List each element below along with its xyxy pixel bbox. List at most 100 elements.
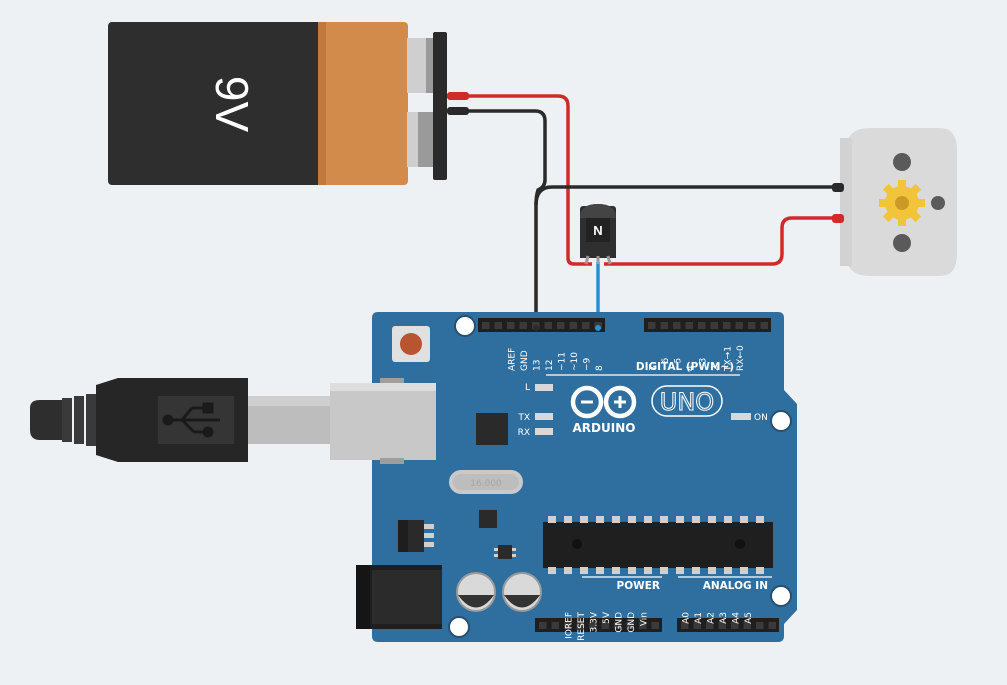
power-pin[interactable] <box>614 622 622 629</box>
digital-pin[interactable] <box>735 322 744 329</box>
arduino-model: UNO <box>660 388 714 416</box>
pin-label: ~11 <box>557 352 567 371</box>
dc-power-jack[interactable] <box>356 565 442 629</box>
digital-pin[interactable] <box>569 322 578 329</box>
npn-transistor[interactable]: N <box>580 204 616 265</box>
arduino-logo <box>570 385 637 419</box>
mcu-leg <box>660 567 668 574</box>
pin-label: TX→1 <box>723 346 733 372</box>
digital-pin[interactable] <box>482 322 490 329</box>
analog-pin[interactable] <box>731 622 739 629</box>
motor-ground-wire[interactable] <box>534 185 840 206</box>
pin-label: A5 <box>744 612 754 624</box>
mcu-leg <box>676 516 684 523</box>
small-transistor <box>494 545 516 559</box>
digital-pin[interactable] <box>507 322 515 329</box>
power-pin[interactable] <box>626 622 635 629</box>
battery-positive-terminal[interactable] <box>447 92 469 100</box>
motor-terminal-negative[interactable] <box>832 183 844 192</box>
digital-pin[interactable] <box>748 322 756 329</box>
mcu-leg <box>740 516 748 523</box>
usb-port[interactable] <box>330 383 436 460</box>
small-chip <box>479 510 497 528</box>
pin-label: A0 <box>681 612 691 624</box>
mcu-leg <box>612 567 620 574</box>
power-pin[interactable] <box>539 622 547 629</box>
power-pin[interactable] <box>651 622 660 629</box>
usb-cable[interactable] <box>30 378 332 462</box>
mcu-leg <box>708 516 716 523</box>
digital-pin[interactable] <box>723 322 731 329</box>
pin-label: ~6 <box>661 357 671 371</box>
pin-label: A4 <box>731 612 741 624</box>
mcu-leg <box>612 516 620 523</box>
pin-label: ~10 <box>570 352 580 371</box>
digital-header-right[interactable] <box>644 318 771 332</box>
mounting-hole <box>770 585 792 607</box>
power-header[interactable] <box>535 618 662 632</box>
analog-header[interactable] <box>677 618 779 632</box>
pin-label: 3.3V <box>589 611 599 632</box>
dc-motor[interactable] <box>832 128 957 276</box>
analog-pin[interactable] <box>743 622 752 629</box>
pin-label: 12 <box>545 360 555 371</box>
digital-pin[interactable] <box>760 322 769 329</box>
arduino-brand: ARDUINO <box>573 421 636 435</box>
mcu-leg <box>692 516 700 523</box>
digital-pin[interactable] <box>710 322 719 329</box>
pin10-connection <box>595 325 601 331</box>
voltage-regulator <box>398 520 434 552</box>
reset-button[interactable] <box>392 326 430 362</box>
digital-pin[interactable] <box>685 322 694 329</box>
power-label: POWER <box>617 580 660 592</box>
analog-pin[interactable] <box>768 622 777 629</box>
power-pin[interactable] <box>576 622 585 629</box>
motor-positive-wire[interactable] <box>604 216 840 266</box>
mcu-leg <box>548 516 556 523</box>
digital-header-left[interactable] <box>478 318 605 332</box>
digital-pin[interactable] <box>557 322 565 329</box>
battery-positive-wire[interactable] <box>455 94 592 266</box>
analog-pin[interactable] <box>756 622 764 629</box>
mounting-hole <box>454 315 476 337</box>
mounting-hole <box>448 616 470 638</box>
transistor-label: N <box>593 223 602 238</box>
mcu-leg <box>692 567 700 574</box>
pin-label: 2 <box>711 365 721 371</box>
pin-label: GND <box>627 612 637 633</box>
power-pin[interactable] <box>551 622 560 629</box>
digital-pin[interactable] <box>648 322 656 329</box>
battery-negative-wire[interactable] <box>455 109 547 330</box>
digital-pin[interactable] <box>660 322 669 329</box>
digital-pin[interactable] <box>582 322 590 329</box>
power-pin[interactable] <box>601 622 610 629</box>
battery-9v[interactable]: 9V <box>108 22 469 185</box>
digital-pin[interactable] <box>544 322 553 329</box>
pin-label: ~3 <box>698 358 708 371</box>
mounting-hole <box>770 410 792 432</box>
digital-pin[interactable] <box>698 322 706 329</box>
mcu-leg <box>628 516 636 523</box>
power-pin[interactable] <box>639 622 647 629</box>
digital-pin[interactable] <box>519 322 528 329</box>
capacitor <box>456 572 496 612</box>
mcu-leg <box>628 567 636 574</box>
battery-negative-terminal[interactable] <box>447 107 469 115</box>
mcu-leg <box>644 567 652 574</box>
mcu-leg <box>564 567 572 574</box>
pin-label: AREF <box>507 348 517 371</box>
analog-pin[interactable] <box>681 622 689 629</box>
arduino-uno-board[interactable]: 16.000 <box>330 312 797 642</box>
analog-pin[interactable] <box>706 622 714 629</box>
motor-terminal-positive[interactable] <box>832 214 844 223</box>
pin-label: 4 <box>686 365 696 371</box>
digital-pin[interactable] <box>494 322 503 329</box>
analog-pin[interactable] <box>693 622 702 629</box>
digital-pin[interactable] <box>673 322 681 329</box>
power-pin[interactable] <box>589 622 597 629</box>
power-pin[interactable] <box>564 622 572 629</box>
mcu-leg <box>756 567 764 574</box>
analog-pin[interactable] <box>718 622 727 629</box>
